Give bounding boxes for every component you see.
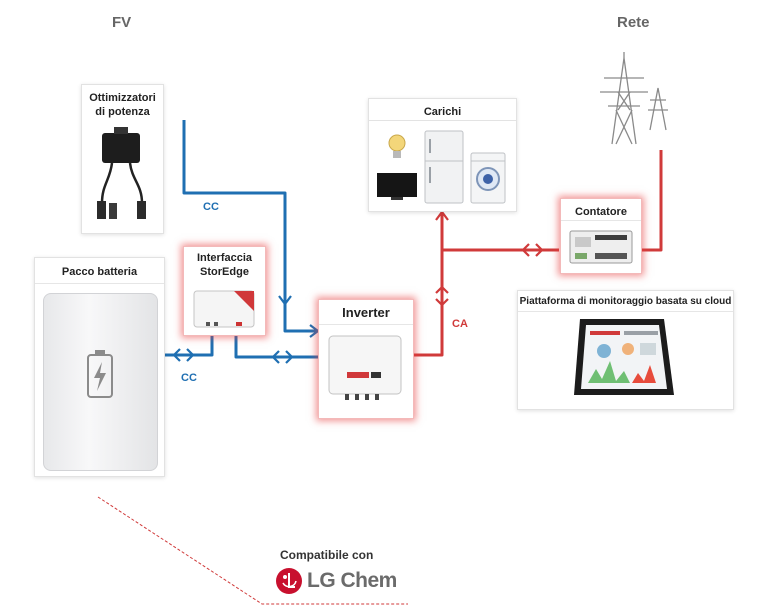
pv-title: FV <box>112 14 132 31</box>
optimizer-device-icon <box>97 127 146 219</box>
dc-label-top: CC <box>203 201 219 213</box>
brand-name: LG Chem <box>307 569 397 592</box>
inverter-device-icon <box>328 335 402 400</box>
loads-card: Carichi <box>368 98 517 212</box>
washing-machine-icon <box>470 152 506 204</box>
meter-device-icon <box>569 230 633 264</box>
inverter-label: Inverter <box>342 305 390 320</box>
meter-card: Contatore <box>560 198 642 274</box>
optimizers-label: Ottimizzatori di potenza <box>89 92 156 118</box>
optimizers-card: Ottimizzatori di potenza <box>81 84 164 234</box>
compat-dashed-line <box>97 496 408 605</box>
monitoring-label: Piattaforma di monitoraggio basata su cl… <box>519 296 732 307</box>
ac-line-inverter <box>412 212 444 357</box>
grid-title: Rete <box>617 14 650 31</box>
dc-label-bottom: CC <box>181 372 197 384</box>
ac-label: CA <box>452 318 468 330</box>
inverter-card: Inverter <box>318 299 414 419</box>
dc-line-battery <box>163 335 214 357</box>
meter-label: Contatore <box>575 206 627 218</box>
dc-line-optimizers <box>182 120 318 333</box>
monitoring-card: Piattaforma di monitoraggio basata su cl… <box>517 290 734 410</box>
tv-icon <box>377 173 417 200</box>
battery-label: Pacco batteria <box>61 266 138 278</box>
ac-line-grid <box>639 150 663 252</box>
storedge-label: Interfaccia StorEdge <box>196 252 253 278</box>
tablet-dashboard-icon <box>574 319 674 395</box>
battery-charge-icon <box>87 350 113 398</box>
loads-label: Carichi <box>423 106 462 118</box>
storedge-device-icon <box>193 290 255 328</box>
light-bulb-icon <box>388 134 406 158</box>
lg-chem-logo: LG Chem <box>275 566 397 596</box>
battery-card: Pacco batteria <box>34 257 165 477</box>
compat-text: Compatibile con <box>280 548 374 562</box>
fridge-icon <box>424 130 464 204</box>
appliances-icon <box>377 130 506 204</box>
storedge-card: Interfaccia StorEdge <box>183 246 266 336</box>
lg-logo-icon <box>276 568 302 594</box>
